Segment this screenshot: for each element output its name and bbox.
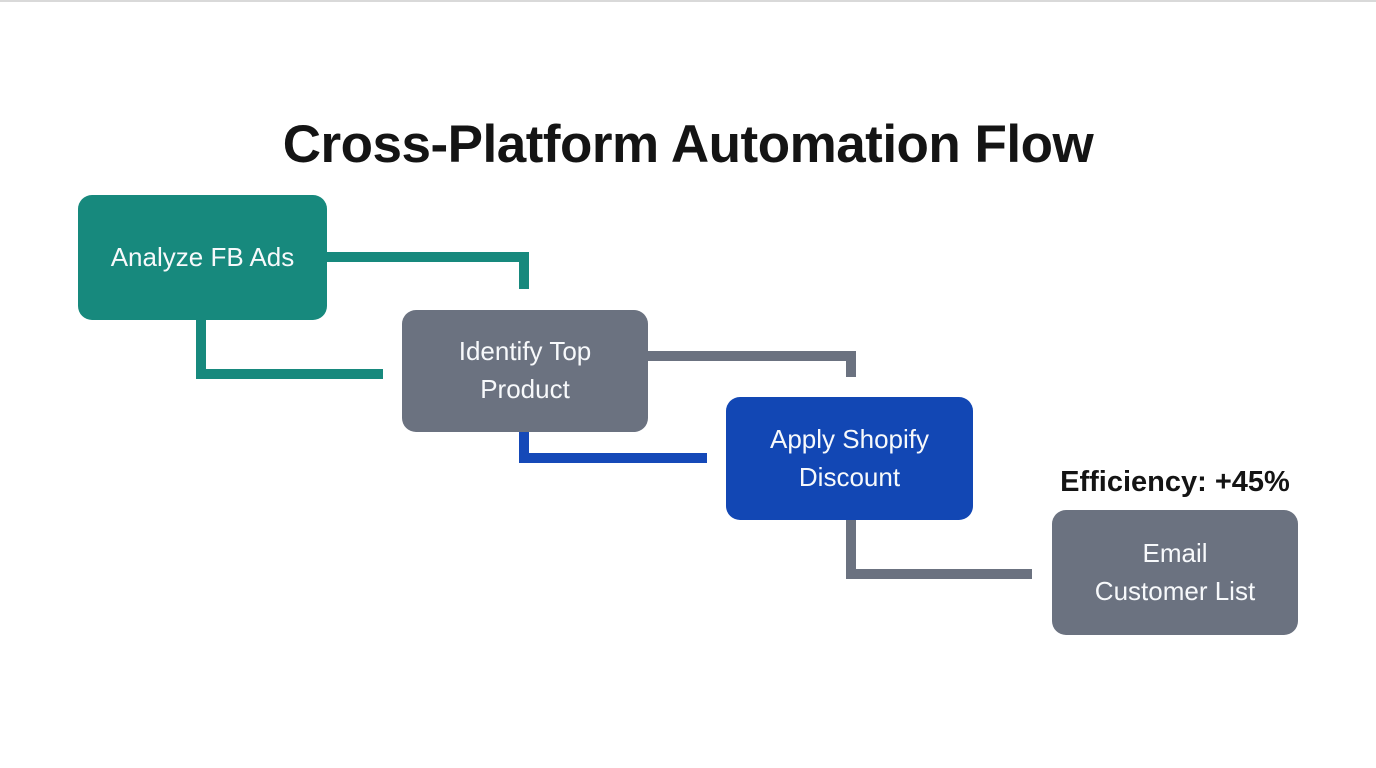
edge-identify-to-apply-top <box>648 351 856 377</box>
node-identify-top-product: Identify Top Product <box>402 310 648 432</box>
edge-analyze-to-identify-top <box>327 252 529 289</box>
node-label: Email Customer List <box>1094 537 1256 606</box>
node-label: Analyze FB Ads <box>110 241 295 272</box>
node-label: Identify Top Product <box>458 336 592 404</box>
node-analyze-fb-ads: Analyze FB Ads <box>78 195 327 320</box>
page-title: Cross-Platform Automation Flow <box>282 114 1094 174</box>
edge-analyze-to-identify-left <box>196 320 383 379</box>
edge-apply-to-email-left <box>846 520 1032 579</box>
node-apply-shopify-discount: Apply Shopify Discount <box>726 397 973 520</box>
edge-identify-to-apply-left <box>519 432 707 463</box>
node-email-customer-list: Email Customer List <box>1052 510 1298 635</box>
node-label: Apply Shopify Discount <box>770 423 929 492</box>
efficiency-annotation: Efficiency: +45% <box>1060 466 1290 498</box>
top-edge-artifact <box>0 0 1376 2</box>
